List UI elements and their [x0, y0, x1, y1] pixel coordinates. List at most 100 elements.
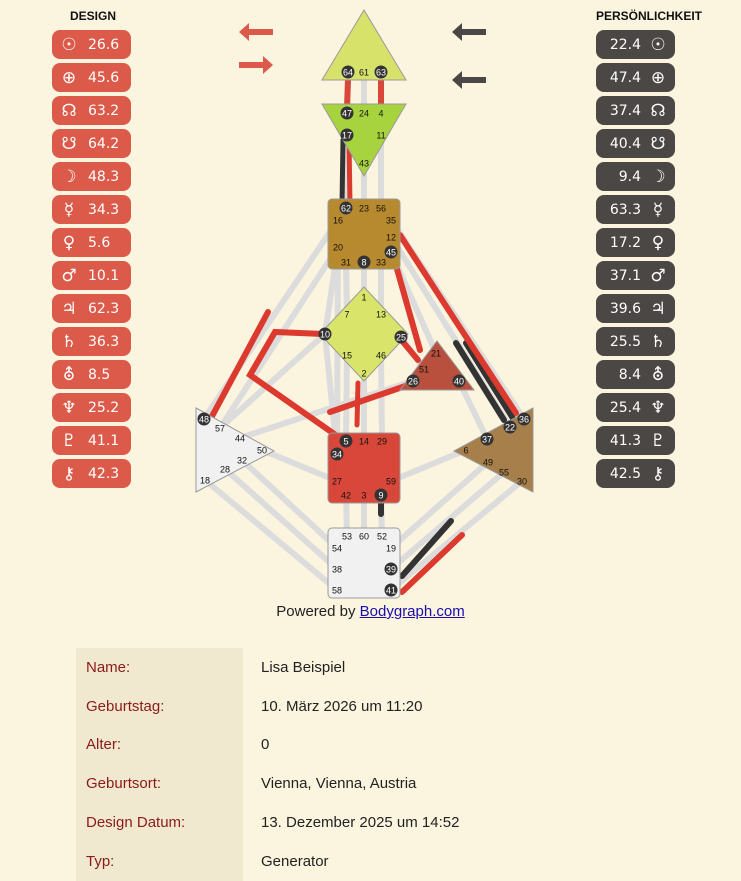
gate-label-54: 54	[332, 544, 342, 554]
active-gate-62-badge	[339, 201, 353, 215]
personality-column-title: PERSÖNLICHKEIT	[596, 9, 703, 23]
mercury-icon: ☿	[63, 199, 75, 220]
inactive-channel-46-29	[378, 352, 385, 444]
personality-planet-uranus[interactable]: 8.4⛢	[596, 360, 675, 389]
design-planet-north-node[interactable]: ☊63.2	[52, 96, 131, 125]
inactive-channel-49-19	[388, 459, 491, 551]
gate-label-61: 61	[359, 68, 369, 78]
active-gate-45-segment	[390, 252, 423, 353]
planet-gate-value: 34.3	[88, 201, 120, 218]
planet-gate-value: 63.2	[88, 102, 120, 119]
active-gate-17-badge	[340, 128, 354, 142]
design-planet-mercury[interactable]: ☿ 34.3	[52, 195, 131, 224]
gate-label-40: 40	[454, 377, 464, 387]
info-row: Alter:0	[76, 725, 686, 765]
info-value: 10. März 2026 um 11:20	[261, 697, 423, 715]
inactive-channel-18-58	[202, 477, 340, 593]
pluto-icon: ♇	[61, 430, 77, 451]
personality-planet-earth[interactable]: 47.4⊕	[596, 63, 675, 92]
active-gate-9-badge	[374, 488, 388, 502]
gate-label-17: 17	[342, 131, 352, 141]
personality-planet-moon[interactable]: 9.4 ☽	[596, 162, 675, 191]
bodygraph-link[interactable]: Bodygraph.com	[359, 603, 465, 620]
design-column-title: DESIGN	[70, 9, 117, 23]
design-planet-earth[interactable]: ⊕45.6	[52, 63, 131, 92]
gate-label-46: 46	[376, 351, 386, 361]
personality-planet-mars[interactable]: 37.1♂	[596, 261, 675, 290]
personality-planet-mercury[interactable]: 63.3☿	[596, 195, 675, 224]
personality-planet-venus[interactable]: 17.2♀	[596, 228, 675, 257]
gate-label-51: 51	[419, 365, 429, 375]
gate-label-5: 5	[343, 437, 348, 447]
design-planet-venus[interactable]: ♀ 5.6	[52, 228, 131, 257]
active-gate-39-segment	[399, 518, 454, 579]
personality-planet-south-node[interactable]: 40.4☋	[596, 129, 675, 158]
info-row: Geburtsort:Vienna, Vienna, Austria	[76, 764, 686, 804]
info-label: Geburtsort:	[76, 764, 243, 804]
inactive-channel-28-38	[222, 466, 340, 572]
design-planet-saturn[interactable]: ♄36.3	[52, 327, 131, 356]
personality-planet-jupiter[interactable]: 39.6♃	[596, 294, 675, 323]
design-planet-sun[interactable]: ☉ 26.6	[52, 30, 131, 59]
earth-icon: ⊕	[650, 67, 666, 88]
design-planet-pluto[interactable]: ♇ 41.1	[52, 426, 131, 455]
planet-gate-value: 8.5	[88, 366, 111, 383]
root-center	[327, 527, 401, 599]
gate-label-36: 36	[519, 415, 529, 425]
venus-icon: ♀	[62, 232, 76, 253]
sun-icon: ☉	[61, 34, 77, 55]
planet-gate-value: 5.6	[88, 234, 111, 251]
gate-label-23: 23	[359, 204, 369, 214]
neptune-icon: ♆	[61, 397, 77, 418]
planet-gate-value: 41.1	[88, 432, 120, 449]
personality-planet-north-node[interactable]: 37.4☊	[596, 96, 675, 125]
design-planet-mars[interactable]: ♂ 10.1	[52, 261, 131, 290]
gate-label-6: 6	[463, 446, 468, 456]
planet-gate-value: 25.4	[609, 399, 641, 416]
design-planet-jupiter[interactable]: ♃62.3	[52, 294, 131, 323]
design-planet-neptune[interactable]: ♆25.2	[52, 393, 131, 422]
g-center	[319, 286, 409, 382]
design-planet-list: ☉ 26.6 ⊕45.6 ☊63.2 ☋64.2 ☽48.3 ☿ 34.3 ♀ 5.6 ♂ 10.1 ♃…	[52, 30, 131, 492]
personality-planet-sun[interactable]: 22.4☉	[596, 30, 675, 59]
gate-label-32: 32	[237, 456, 247, 466]
gate-label-41: 41	[386, 586, 396, 596]
active-gate-48-badge	[197, 412, 211, 426]
planet-gate-value: 9.4	[618, 168, 641, 185]
personality-planet-neptune[interactable]: 25.4♆	[596, 393, 675, 422]
active-gate-37-segment	[453, 340, 507, 423]
active-gate-36-badge	[517, 412, 531, 426]
gate-label-29: 29	[377, 437, 387, 447]
personality-planet-pluto[interactable]: 41.3♇	[596, 426, 675, 455]
active-gate-10-34-channel	[246, 328, 342, 441]
design-planet-south-node[interactable]: ☋64.2	[52, 129, 131, 158]
planet-gate-value: 37.4	[609, 102, 641, 119]
gate-label-60: 60	[359, 532, 369, 542]
gate-label-28: 28	[220, 465, 230, 475]
design-planet-moon[interactable]: ☽48.3	[52, 162, 131, 191]
chiron-icon: ⚷	[651, 463, 665, 484]
personality-planet-saturn[interactable]: 25.5♄	[596, 327, 675, 356]
active-gate-48-segment	[207, 309, 271, 423]
active-gate-15-segment	[354, 380, 361, 428]
planet-gate-value: 10.1	[88, 267, 120, 284]
gate-label-64: 64	[343, 68, 353, 78]
moon-icon: ☽	[650, 166, 666, 187]
active-gate-12-segment	[397, 232, 458, 323]
design-planet-chiron[interactable]: ⚷42.3	[52, 459, 131, 488]
gate-label-45: 45	[386, 248, 396, 258]
gate-label-1: 1	[361, 293, 366, 303]
gate-label-12: 12	[386, 233, 396, 243]
planet-gate-value: 42.3	[88, 465, 120, 482]
planet-gate-value: 26.6	[88, 36, 120, 53]
active-gate-5-badge	[339, 434, 353, 448]
design-planet-uranus[interactable]: ⛢8.5	[52, 360, 131, 389]
mars-icon: ♂	[61, 265, 77, 286]
gate-label-13: 13	[376, 310, 386, 320]
planet-gate-value: 45.6	[88, 69, 120, 86]
personality-planet-chiron[interactable]: 42.5⚷	[596, 459, 675, 488]
active-gate-41-badge	[384, 583, 398, 597]
